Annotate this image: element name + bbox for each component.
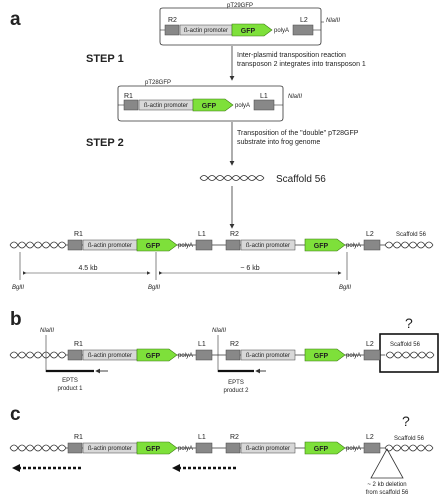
promoter-mid: ß-actin promoter xyxy=(144,103,188,109)
epts1-b: product 1 xyxy=(57,386,83,392)
question-c: ? xyxy=(402,413,410,429)
scaffold-label-a: Scaffold 56 xyxy=(276,174,326,185)
polya-a1: polyA xyxy=(178,243,193,249)
label-r2-c: R2 xyxy=(230,434,239,441)
label-r1-b: R1 xyxy=(74,341,83,348)
nlaiii-b1: NlaIII xyxy=(40,328,54,334)
promoter-a1: ß-actin promoter xyxy=(88,243,132,249)
label-l1-b: L1 xyxy=(198,341,206,348)
plasmid-top-name: pT29GFP xyxy=(227,3,253,9)
label-l1-c: L1 xyxy=(198,434,206,441)
label-r1-c: R1 xyxy=(74,434,83,441)
label-l1-a: L1 xyxy=(198,231,206,238)
size-6kb: ~ 6 kb xyxy=(240,265,259,272)
panel-label-a: a xyxy=(10,9,21,30)
polya-b1: polyA xyxy=(178,353,193,359)
size-4-5kb: 4.5 kb xyxy=(78,265,97,272)
deletion-note-2: from scaffold 56 xyxy=(366,490,409,496)
polya-top: polyA xyxy=(274,28,289,34)
step1-note-1: Inter-plasmid transposition reaction xyxy=(237,52,346,59)
polya-a2: polyA xyxy=(346,243,361,249)
promoter-a2: ß-actin promoter xyxy=(246,243,290,249)
scaffold-small-a: Scaffold 56 xyxy=(396,232,427,238)
gfp-a1: GFP xyxy=(146,243,161,250)
plasmid-pT28GFP: pT28GFP R1 L1 NlaIII ß-actin promoter GF… xyxy=(117,80,302,122)
label-l2-a: L2 xyxy=(366,231,374,238)
label-r2-top: R2 xyxy=(168,17,177,24)
label-l2-b: L2 xyxy=(366,341,374,348)
label-r1-mid: R1 xyxy=(124,93,133,100)
polya-c1: polyA xyxy=(178,446,193,452)
promoter-c1: ß-actin promoter xyxy=(88,446,132,452)
step1-label: STEP 1 xyxy=(86,53,124,65)
nlaiii-b2: NlaIII xyxy=(212,328,226,334)
nlaiii-site-top: NlaIII xyxy=(326,18,340,24)
gfp-c2: GFP xyxy=(314,446,329,453)
step2-note-1: Transposition of the "double" pT28GFP xyxy=(237,130,359,137)
gfp-a2: GFP xyxy=(314,243,329,250)
step1-note-2: transposon 2 integrates into transposon … xyxy=(237,61,366,68)
label-l2-top: L2 xyxy=(300,17,308,24)
genome-construct-a: Scaffold 56 R1 ß-actin promoter GFP poly… xyxy=(9,231,434,291)
promoter-top: ß-actin promoter xyxy=(184,28,228,34)
gfp-mid: GFP xyxy=(202,103,217,110)
gfp-b1: GFP xyxy=(146,353,161,360)
panel-label-c: c xyxy=(10,404,21,425)
scaffold-box-b xyxy=(379,333,439,373)
gfp-top: GFP xyxy=(241,28,256,35)
label-r2-b: R2 xyxy=(230,341,239,348)
bglii-2: BglII xyxy=(148,285,160,291)
nlaiii-site-mid: NlaIII xyxy=(288,94,302,100)
deletion-note-1: ~ 2 kb deletion xyxy=(367,482,406,488)
polya-b2: polyA xyxy=(346,353,361,359)
promoter-b2: ß-actin promoter xyxy=(246,353,290,359)
epts2-a: EPTS xyxy=(228,380,244,386)
genome-construct-b: Scaffold 56 ? NlaIII R1 ß-actin promoter… xyxy=(9,315,439,394)
scaffold-small-b: Scaffold 56 xyxy=(390,342,421,348)
scaffold-small-c: Scaffold 56 xyxy=(394,436,425,442)
gfp-b2: GFP xyxy=(314,353,329,360)
plasmid-pT29GFP: pT29GFP R2 L2 NlaIII ß-actin promoter GF… xyxy=(159,3,340,46)
polya-mid: polyA xyxy=(235,103,250,109)
step2-label: STEP 2 xyxy=(86,137,124,149)
deletion-triangle xyxy=(370,448,404,479)
epts1-a: EPTS xyxy=(62,378,78,384)
promoter-b1: ß-actin promoter xyxy=(88,353,132,359)
genome-construct-c: Scaffold 56 ? R1 ß-actin promoter GFP po… xyxy=(9,413,434,496)
polya-c2: polyA xyxy=(346,446,361,452)
plasmid-mid-name: pT28GFP xyxy=(145,80,171,86)
bglii-1: BglII xyxy=(12,285,24,291)
promoter-c2: ß-actin promoter xyxy=(246,446,290,452)
label-l2-c: L2 xyxy=(366,434,374,441)
bglii-3: BglII xyxy=(339,285,351,291)
gfp-c1: GFP xyxy=(146,446,161,453)
panel-label-b: b xyxy=(10,309,22,330)
epts2-b: product 2 xyxy=(223,388,249,394)
step2-note-2: substrate into frog genome xyxy=(237,139,320,146)
label-r1-a: R1 xyxy=(74,231,83,238)
question-b: ? xyxy=(405,315,413,331)
label-l1-mid: L1 xyxy=(260,93,268,100)
label-r2-a: R2 xyxy=(230,231,239,238)
